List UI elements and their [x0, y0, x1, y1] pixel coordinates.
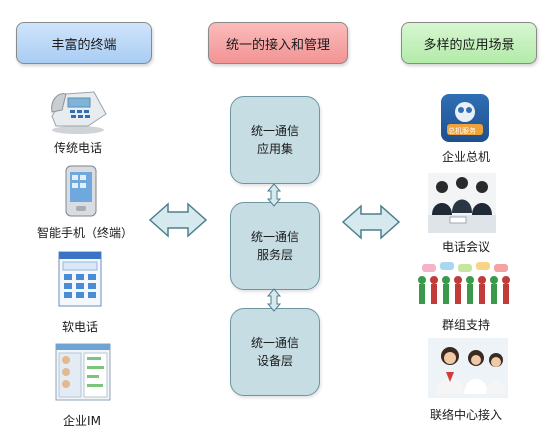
header-app-scenarios: 多样的应用场景 — [401, 22, 537, 64]
layer-service: 统一通信 服务层 — [230, 202, 320, 290]
layer-application-set: 统一通信 应用集 — [230, 96, 320, 184]
terminal-label-softphone: 软电话 — [61, 320, 98, 334]
softphone-icon — [58, 251, 102, 307]
layer-line2: 设备层 — [256, 354, 293, 368]
header-unified-access: 统一的接入和管理 — [208, 22, 348, 64]
smartphone-icon — [65, 165, 97, 217]
scenario-label-switchboard: 企业总机 — [441, 150, 490, 164]
layer-line1: 统一通信 — [250, 124, 299, 138]
layer-device: 统一通信 设备层 — [230, 308, 320, 396]
switchboard-people-icon — [447, 102, 483, 135]
switchboard-app-text: 总机服务 — [448, 127, 476, 135]
left-double-arrow-icon — [148, 202, 208, 238]
group-people-icon — [418, 262, 510, 304]
call-center-photo-icon — [428, 338, 508, 398]
layer-line2: 应用集 — [256, 142, 293, 156]
scenario-label-group: 群组支持 — [441, 318, 490, 332]
right-double-arrow-icon — [341, 204, 401, 240]
terminal-label-im: 企业IM — [63, 414, 101, 428]
terminal-label-desk-phone: 传统电话 — [53, 141, 102, 155]
layer-line2: 服务层 — [256, 248, 293, 262]
im-window-icon — [55, 343, 111, 401]
layer-line1: 统一通信 — [250, 336, 299, 350]
switchboard-app-icon: 总机服务 — [441, 94, 489, 142]
scenario-label-conference: 电话会议 — [441, 240, 490, 254]
meeting-photo-icon — [428, 173, 496, 233]
layer-line1: 统一通信 — [250, 230, 299, 244]
header-rich-terminals: 丰富的终端 — [16, 22, 152, 64]
terminal-label-smartphone: 智能手机（终端） — [36, 226, 133, 240]
desk-phone-icon — [51, 91, 107, 134]
scenario-label-call-center: 联络中心接入 — [429, 408, 502, 422]
